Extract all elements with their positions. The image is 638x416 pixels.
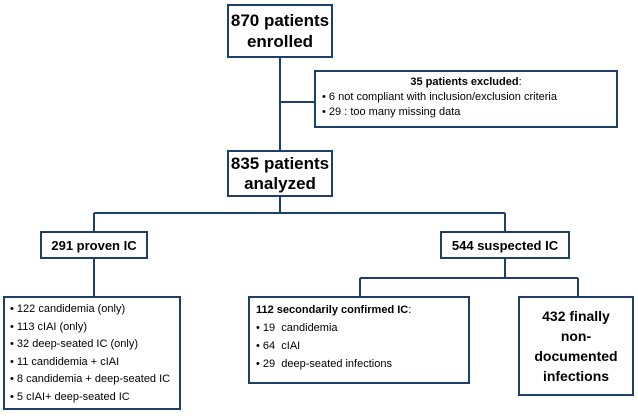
list-item-text: 64 cIAI — [262, 340, 301, 352]
excluded-title-suffix: : — [518, 76, 522, 88]
confirmed-box: 112 secondarily confirmed IC: • 19 candi… — [248, 296, 470, 384]
excluded-title-text: 35 patients excluded — [410, 76, 519, 88]
proven-ic-label: 291 proven IC — [51, 237, 137, 253]
excluded-box: 35 patients excluded: • 6 not compliant … — [314, 70, 618, 128]
suspected-ic-box: 544 suspected IC — [440, 231, 570, 259]
enrolled-line2: enrolled — [246, 32, 314, 51]
list-item: • 5 cIAI+ deep-seated IC — [10, 389, 174, 407]
analyzed-line2: analyzed — [244, 173, 316, 193]
list-item-text: 11 candidemia + cIAI — [16, 355, 120, 368]
excluded-item-text: 6 not compliant with inclusion/exclusion… — [328, 91, 557, 103]
excluded-item: • 6 not compliant with inclusion/exclusi… — [322, 90, 610, 105]
non-documented-line1: 432 finally — [542, 308, 610, 324]
excluded-title: 35 patients excluded: — [322, 75, 610, 90]
excluded-item: • 29 : too many missing data — [322, 105, 610, 120]
bullet: • — [10, 373, 14, 385]
excluded-item-text: 29 : too many missing data — [328, 106, 461, 118]
enrolled-line1: 870 patients — [230, 11, 330, 30]
proven-details-box: • 122 candidemia (only) • 113 cIAI (only… — [3, 296, 181, 410]
proven-ic-box: 291 proven IC — [40, 231, 148, 259]
list-item: • 11 candidemia + cIAI — [10, 354, 174, 372]
non-documented-box: 432 finally non- documented infections — [518, 296, 634, 396]
analyzed-box: 835 patients analyzed — [227, 150, 333, 197]
list-item: • 19 candidemia — [256, 319, 462, 337]
bullet: • — [10, 355, 14, 368]
list-item-text: 29 deep-seated infections — [262, 358, 392, 370]
non-documented-line3: documented — [534, 348, 618, 364]
enrolled-box: 870 patients enrolled — [227, 4, 333, 58]
list-item: • 29 deep-seated infections — [256, 355, 462, 373]
confirmed-title: 112 secondarily confirmed IC: — [256, 301, 462, 319]
list-item: • 32 deep-seated IC (only) — [10, 336, 174, 354]
list-item: • 122 candidemia (only) — [10, 301, 174, 319]
bullet: • — [256, 358, 260, 370]
list-item: • 113 cIAI (only) — [10, 319, 174, 337]
confirmed-title-suffix: : — [408, 304, 412, 316]
list-item-text: 8 candidemia + deep-seated IC — [16, 373, 171, 385]
bullet: • — [256, 322, 260, 334]
bullet: • — [256, 340, 260, 352]
list-item-text: 122 candidemia (only) — [16, 303, 126, 315]
list-item: • 64 cIAI — [256, 337, 462, 355]
list-item-text: 113 cIAI (only) — [16, 320, 88, 333]
list-item: • 8 candidemia + deep-seated IC — [10, 371, 174, 389]
list-item-text: 19 candidemia — [262, 322, 338, 334]
suspected-ic-label: 544 suspected IC — [451, 237, 559, 253]
non-documented-line2: non- — [560, 328, 592, 344]
bullet: • — [10, 303, 14, 315]
list-item-text: 32 deep-seated IC (only) — [16, 338, 138, 350]
list-item-text: 5 cIAI+ deep-seated IC — [16, 390, 130, 403]
bullet: • — [10, 320, 14, 333]
bullet: • — [322, 106, 326, 118]
confirmed-title-text: 112 secondarily confirmed IC — [256, 304, 409, 316]
analyzed-line1: 835 patients — [230, 153, 330, 173]
bullet: • — [322, 91, 326, 103]
bullet: • — [10, 338, 14, 350]
bullet: • — [10, 390, 14, 403]
non-documented-line4: infections — [542, 368, 610, 384]
